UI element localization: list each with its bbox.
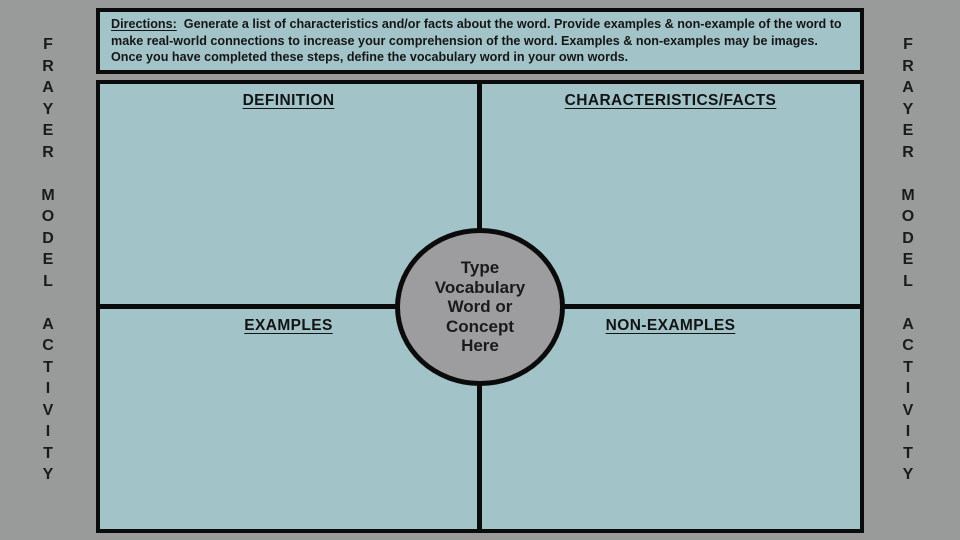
vertical-letter: M xyxy=(41,186,55,204)
vertical-letter: D xyxy=(42,229,54,247)
vertical-letter: Y xyxy=(42,466,54,483)
vertical-letter: R xyxy=(902,57,914,75)
vertical-letter: V xyxy=(42,401,54,419)
vertical-letter: M xyxy=(901,186,915,204)
vertical-letter: E xyxy=(902,251,914,268)
directions-box: Directions:Generate a list of characteri… xyxy=(96,8,864,74)
characteristics-facts-heading: CHARACTERISTICS/FACTS xyxy=(564,92,777,109)
quadrant-examples[interactable]: EXAMPLES xyxy=(100,309,477,529)
quadrant-non-examples[interactable]: NON-EXAMPLES xyxy=(482,309,859,529)
vertical-letter: T xyxy=(903,358,913,376)
vertical-letter: I xyxy=(45,423,51,440)
definition-heading: DEFINITION xyxy=(242,92,335,109)
vertical-letter: E xyxy=(902,122,914,139)
vertical-letter: V xyxy=(902,401,914,419)
vertical-letter: O xyxy=(901,208,915,225)
vertical-letter: E xyxy=(42,251,54,268)
vertical-letter: A xyxy=(42,79,54,96)
vertical-letter: F xyxy=(903,36,913,53)
quadrant-definition[interactable]: DEFINITION xyxy=(100,84,477,304)
vertical-letter: D xyxy=(902,229,914,247)
vertical-letter: A xyxy=(42,315,54,333)
vertical-letter: L xyxy=(43,272,53,290)
examples-heading: EXAMPLES xyxy=(244,317,333,334)
directions-label: Directions: xyxy=(111,17,177,31)
vocabulary-word-placeholder: Type Vocabulary Word or Concept Here xyxy=(434,258,526,356)
vertical-letter: Y xyxy=(902,466,914,483)
vertical-letter: O xyxy=(41,208,55,225)
vertical-letter: R xyxy=(42,143,54,161)
vertical-letter: C xyxy=(42,337,54,354)
non-examples-heading: NON-EXAMPLES xyxy=(605,317,736,334)
vertical-letter: R xyxy=(902,143,914,161)
vertical-letter: C xyxy=(902,337,914,354)
vertical-letter: R xyxy=(42,57,54,75)
vertical-letter: T xyxy=(43,444,53,462)
vertical-letter: Y xyxy=(902,100,914,118)
vertical-letter: I xyxy=(905,423,911,440)
vertical-letter: I xyxy=(905,380,911,397)
vertical-letter: F xyxy=(43,36,53,53)
vertical-letter: Y xyxy=(42,100,54,118)
directions-body: Generate a list of characteristics and/o… xyxy=(111,17,842,64)
vertical-letter: A xyxy=(902,79,914,96)
quadrant-characteristics-facts[interactable]: CHARACTERISTICS/FACTS xyxy=(482,84,859,304)
vertical-letter: T xyxy=(903,444,913,462)
vertical-letter: I xyxy=(45,380,51,397)
vertical-letter: A xyxy=(902,315,914,333)
vertical-letter: T xyxy=(43,358,53,376)
vertical-letter: E xyxy=(42,122,54,139)
vocabulary-word-circle[interactable]: Type Vocabulary Word or Concept Here xyxy=(395,228,565,386)
directions-text: Directions:Generate a list of characteri… xyxy=(111,16,849,66)
frayer-model-grid: DEFINITION CHARACTERISTICS/FACTS EXAMPLE… xyxy=(96,80,864,533)
vertical-letter: L xyxy=(903,272,913,290)
